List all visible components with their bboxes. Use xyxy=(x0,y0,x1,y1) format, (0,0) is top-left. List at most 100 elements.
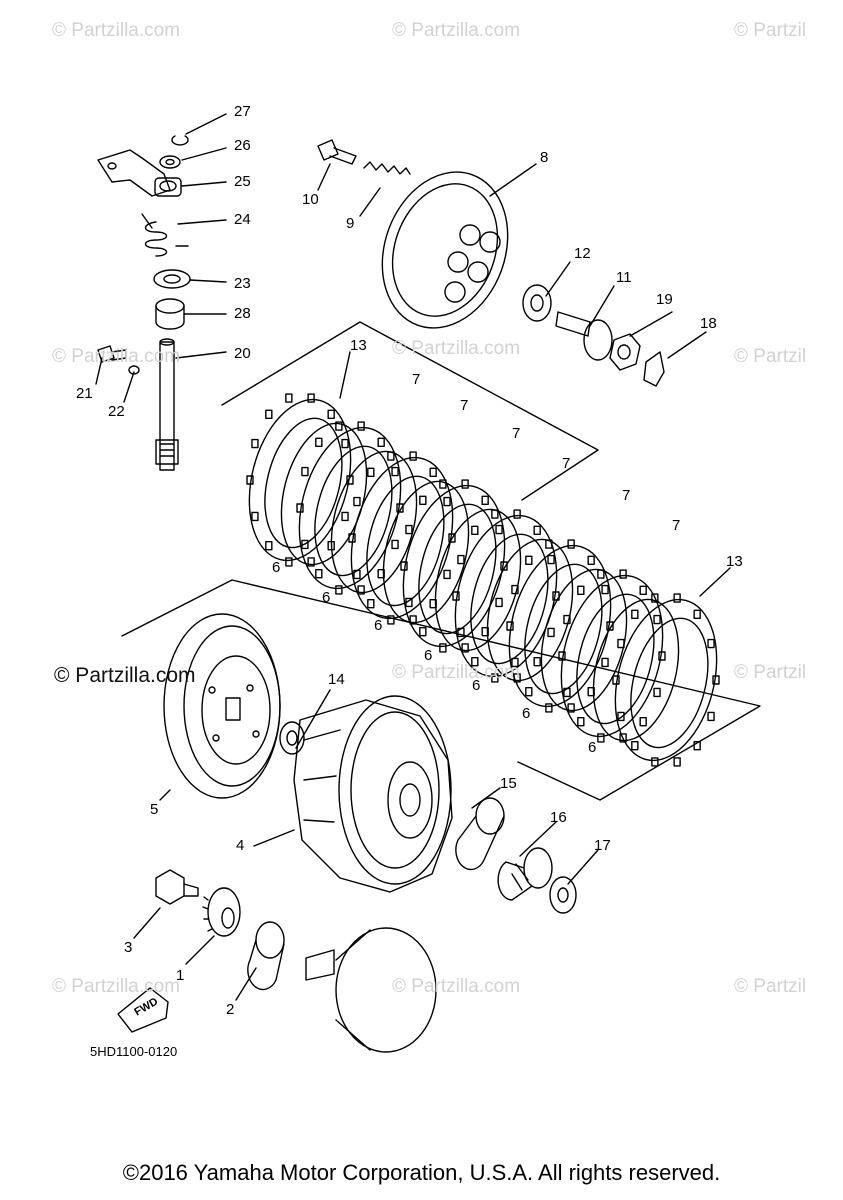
plate-tab xyxy=(563,614,571,625)
plate-tab xyxy=(251,511,259,522)
callout-26: 26 xyxy=(234,137,251,154)
callout-7: 7 xyxy=(672,517,681,534)
part-2-spacer xyxy=(247,921,285,991)
friction-plate-inner xyxy=(630,617,709,749)
callout-6: 6 xyxy=(374,617,383,634)
plate-tab xyxy=(653,614,661,625)
plate-tab xyxy=(367,467,375,478)
plate-tab xyxy=(495,597,503,608)
plate-tab xyxy=(617,711,625,722)
plate-tab xyxy=(577,585,585,596)
plate-tab xyxy=(601,584,609,595)
callout-28: 28 xyxy=(234,305,251,322)
friction-plate xyxy=(298,426,402,590)
plate-tab xyxy=(307,393,315,403)
plate-tab xyxy=(587,686,595,697)
plate-tab xyxy=(335,421,343,431)
plate-tab xyxy=(301,539,309,550)
part-14-thrust-washer xyxy=(279,721,305,755)
plate-tab xyxy=(545,539,553,549)
plate-tab xyxy=(533,656,541,667)
plate-tab xyxy=(651,593,659,603)
watermark: © Partzil xyxy=(734,20,807,41)
plate-tab xyxy=(601,657,609,668)
plate-tab xyxy=(335,585,343,595)
plate-tab xyxy=(367,598,375,609)
part-5-primary-driven-gear xyxy=(163,613,281,799)
part-25-push-lever xyxy=(97,149,182,197)
plate-tab xyxy=(391,466,399,477)
plate-tab xyxy=(511,584,519,595)
plate-tab xyxy=(461,479,469,489)
callout-3: 3 xyxy=(124,939,133,956)
watermark: © Partzilla.com xyxy=(392,20,521,41)
plate-tab xyxy=(461,643,469,653)
plate-tab xyxy=(285,393,293,403)
callout-19: 19 xyxy=(656,291,673,308)
callout-17: 17 xyxy=(594,837,611,854)
plate-tab xyxy=(251,438,259,449)
plate-pack-outline xyxy=(221,321,599,501)
callout-6: 6 xyxy=(588,739,597,756)
callout-15: 15 xyxy=(500,775,517,792)
plate-tab xyxy=(443,569,451,580)
part-23-bearing xyxy=(153,269,191,289)
watermark: © Partzilla.com xyxy=(392,662,521,683)
part-19-nut xyxy=(609,333,641,371)
plate-tab xyxy=(639,585,647,596)
plate-tab xyxy=(377,568,385,579)
steel-plate xyxy=(382,480,470,624)
callout-12: 12 xyxy=(574,245,591,262)
plate-tab xyxy=(457,627,465,638)
callout-16: 16 xyxy=(550,809,567,826)
callout-7: 7 xyxy=(412,371,421,388)
callout-20: 20 xyxy=(234,345,251,362)
clutch-plate-stack xyxy=(246,393,720,767)
plate-tab xyxy=(357,421,365,431)
callout-6: 6 xyxy=(322,589,331,606)
plate-tab xyxy=(707,711,715,722)
callout-11: 11 xyxy=(616,269,632,286)
plate-tab xyxy=(246,475,254,485)
plate-tab xyxy=(285,557,293,567)
plate-tab xyxy=(429,467,437,478)
callout-7: 7 xyxy=(512,425,521,442)
watermark: © Partzilla.com xyxy=(52,976,181,997)
part-18-lock-washer xyxy=(643,351,665,387)
plate-tab xyxy=(296,503,304,513)
plate-tab xyxy=(617,638,625,649)
plate-tab xyxy=(597,733,605,743)
plate-tab xyxy=(327,409,335,420)
watermark: © Partzil xyxy=(734,976,807,997)
plate-tab xyxy=(631,740,639,751)
friction-plate xyxy=(560,574,664,738)
plate-tab xyxy=(405,597,413,608)
watermark: © Partzilla.com xyxy=(392,338,521,359)
callout-9: 9 xyxy=(346,215,355,232)
friction-plate xyxy=(508,544,612,708)
plate-tab xyxy=(673,757,681,767)
callout-5: 5 xyxy=(150,801,159,818)
plate-tab xyxy=(396,503,404,513)
part-26-washer xyxy=(159,155,181,169)
clutch-boss xyxy=(305,927,437,1053)
friction-plate xyxy=(350,456,454,620)
part-24-torsion-spring xyxy=(141,213,189,257)
callout-27: 27 xyxy=(234,103,251,120)
plate-tab xyxy=(387,615,395,625)
plate-tab xyxy=(419,626,427,637)
callout-6: 6 xyxy=(272,559,281,576)
plate-tab xyxy=(547,627,555,638)
plate-tab xyxy=(357,585,365,595)
callout-7: 7 xyxy=(460,397,469,414)
plate-tab xyxy=(491,673,499,683)
plate-tab xyxy=(631,609,639,620)
callout-6: 6 xyxy=(472,677,481,694)
callout-13: 13 xyxy=(726,553,743,570)
callout-21: 21 xyxy=(76,385,93,402)
part-15-collar xyxy=(455,797,505,871)
plate-tab xyxy=(639,716,647,727)
part-3-nut xyxy=(155,869,199,905)
plate-tab xyxy=(341,511,349,522)
